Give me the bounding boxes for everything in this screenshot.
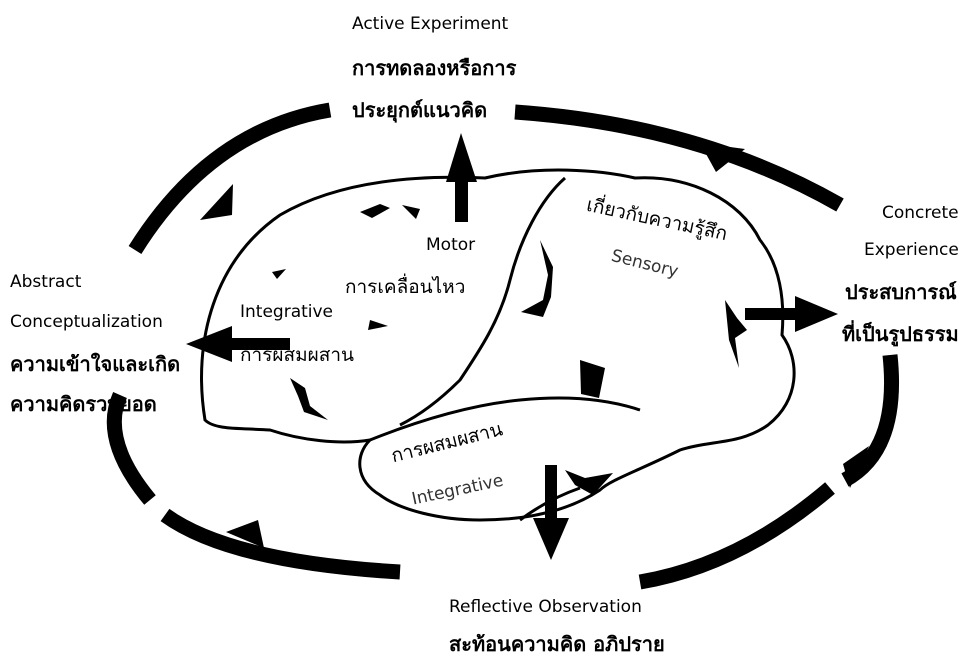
concrete-label: Concrete	[882, 203, 959, 223]
motor-thai-label: การเคลื่อนไหว	[345, 276, 466, 298]
experience-label: Experience	[864, 240, 959, 260]
reflective-observation-thai: สะท้อนความคิด อภิปราย	[449, 632, 665, 656]
sensory-arrowhead	[795, 296, 838, 332]
active-experiment-thai-line2: ประยุกต์แนวคิด	[352, 98, 488, 122]
arc-top-right	[514, 104, 844, 212]
temporal-arrowhead	[533, 518, 569, 560]
integrative-arrowhead	[186, 326, 232, 362]
arc-bottom-right	[638, 482, 835, 590]
arrowhead-top-left	[200, 184, 233, 220]
sulcus	[521, 240, 553, 317]
temporal-lobe-line	[369, 396, 641, 442]
integrative-label: Integrative	[240, 302, 334, 322]
concrete-experience-thai-line2: ที่เป็นรูปธรรม	[842, 322, 959, 346]
brain-sulci	[272, 204, 747, 495]
brain-outline	[200, 168, 796, 522]
arrowhead-top-right	[700, 143, 745, 172]
integrative-arrow-shaft	[230, 338, 290, 350]
sulcus	[580, 360, 605, 398]
abstract-conceptualization-thai-line2: ความคิดรวบยอด	[10, 392, 157, 416]
motor-label: Motor	[426, 235, 476, 255]
cycle-arrowheads	[200, 143, 869, 548]
reflective-observation-label: Reflective Observation	[449, 597, 642, 617]
active-experiment-label: Active Experiment	[352, 14, 509, 34]
motor-arrowhead	[446, 133, 477, 182]
conceptualization-label: Conceptualization	[10, 312, 163, 332]
sulcus	[360, 204, 390, 218]
arrowhead-bottom-left	[226, 520, 264, 548]
parietal-lobe-line	[399, 176, 566, 427]
integrative-thai-label: การผสมผสาน	[240, 344, 355, 366]
active-experiment-thai-line1: การทดลองหรือการ	[352, 56, 517, 80]
arc-bottom-left	[160, 508, 401, 580]
sulcus	[368, 320, 388, 330]
cycle-arcs	[106, 102, 900, 590]
brain-arrows	[186, 133, 838, 560]
abstract-label: Abstract	[10, 272, 82, 292]
sulcus	[565, 470, 613, 495]
abstract-conceptualization-thai-line1: ความเข้าใจและเกิด	[10, 352, 181, 376]
temporal-arrow-shaft	[545, 465, 557, 520]
motor-arrow-shaft	[455, 180, 468, 222]
arc-top-left	[128, 102, 332, 254]
sensory-arrow-shaft	[745, 308, 797, 320]
sulcus	[272, 269, 286, 279]
sulcus	[402, 205, 420, 219]
arc-left	[106, 391, 156, 505]
arrowhead-right-down	[843, 446, 869, 488]
sulcus	[290, 378, 328, 420]
sulcus	[725, 300, 747, 368]
concrete-experience-thai-line1: ประสบการณ์	[845, 280, 957, 304]
